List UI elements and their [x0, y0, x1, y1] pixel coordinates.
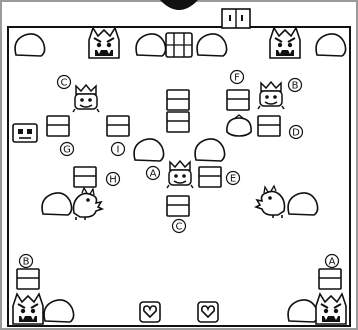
stone-block-icon — [47, 116, 69, 136]
point-label: C — [61, 78, 68, 89]
point-marker: B — [289, 79, 302, 92]
boulder-icon — [316, 34, 346, 56]
boulder-icon — [288, 193, 318, 215]
heart-tile-icon[interactable] — [198, 302, 218, 322]
point-label: E — [230, 174, 236, 185]
boulder-icon — [195, 139, 225, 161]
point-marker: A — [326, 255, 339, 268]
point-marker: E — [227, 172, 240, 185]
ogre-face-icon[interactable] — [13, 294, 43, 324]
point-label: H — [109, 175, 117, 186]
boulder-icon — [288, 300, 318, 322]
barrel-icon[interactable] — [166, 33, 192, 57]
stone-block-icon — [319, 269, 341, 289]
boulder-icon — [44, 300, 74, 322]
stone-block-icon — [167, 90, 189, 110]
point-marker: C — [58, 76, 71, 89]
stone-block-icon — [227, 90, 249, 110]
stone-block-icon — [258, 116, 280, 136]
crowned-face-icon[interactable] — [167, 161, 193, 188]
boulder-icon — [136, 34, 166, 56]
boulder-icon — [134, 139, 164, 161]
point-label: F — [234, 73, 240, 84]
point-marker: I — [112, 143, 125, 156]
point-label: B — [23, 257, 30, 268]
top-arc-shape — [160, 0, 198, 10]
point-marker: D — [290, 126, 303, 139]
sack-icon[interactable] — [227, 115, 251, 136]
point-label: I — [117, 145, 120, 156]
point-marker: A — [147, 167, 160, 180]
point-marker: H — [107, 173, 120, 186]
boulder-icon — [197, 34, 227, 56]
boulder-icon — [15, 34, 45, 56]
crowned-face-icon[interactable] — [258, 82, 284, 109]
boulder-icon — [42, 193, 72, 215]
stone-block-icon — [167, 196, 189, 216]
robot-face-icon[interactable] — [13, 124, 37, 142]
heart-tile-icon[interactable] — [140, 302, 160, 322]
stone-block-icon — [199, 167, 221, 187]
ogre-face-icon[interactable] — [270, 28, 300, 58]
ogre-face-icon[interactable] — [316, 294, 346, 324]
stone-block-icon — [17, 269, 39, 289]
point-label: A — [150, 169, 157, 180]
point-label: G — [63, 145, 71, 156]
dragon-icon[interactable] — [256, 186, 285, 218]
point-marker: B — [20, 255, 33, 268]
point-label: D — [292, 128, 300, 139]
point-marker: G — [61, 143, 74, 156]
stone-block-icon — [167, 112, 189, 132]
stone-block-icon — [74, 167, 96, 187]
stone-block-icon — [107, 116, 129, 136]
point-label: C — [176, 222, 183, 233]
dragon-icon[interactable] — [74, 188, 103, 220]
point-marker: C — [173, 220, 186, 233]
double-door-icon[interactable] — [222, 9, 250, 28]
crowned-face-icon[interactable] — [73, 85, 99, 112]
point-label: A — [329, 257, 336, 268]
point-marker: F — [231, 71, 244, 84]
ogre-face-icon[interactable] — [89, 28, 119, 58]
point-label: B — [292, 81, 299, 92]
